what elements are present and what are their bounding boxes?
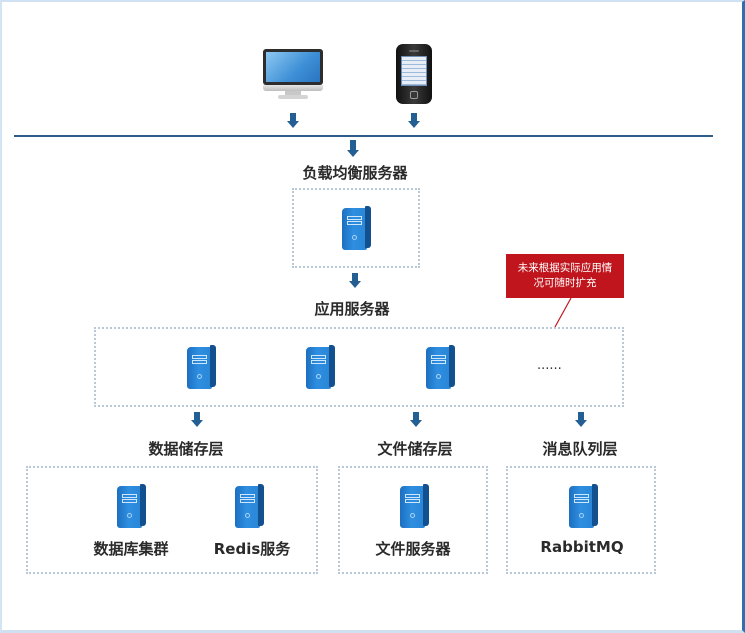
mobile-phone-icon <box>396 44 432 104</box>
rabbitmq-server-icon <box>569 484 599 528</box>
arrow-down-icon <box>287 113 299 129</box>
app-server-icon <box>187 345 217 389</box>
server-icon <box>342 206 372 250</box>
arrow-down-icon <box>347 140 359 157</box>
file-storage-box <box>338 466 488 574</box>
file-server-label: 文件服务器 <box>375 540 451 558</box>
arrow-down-icon <box>575 412 587 428</box>
arrow-down-icon <box>410 412 422 428</box>
more-servers-ellipsis: ...... <box>537 358 562 373</box>
arrow-down-icon <box>349 273 361 289</box>
database-server-icon <box>117 484 147 528</box>
message-queue-title: 消息队列层 <box>542 440 618 458</box>
desktop-monitor-icon <box>263 49 325 101</box>
expansion-callout: 未来根据实际应用情况可随时扩充 <box>506 254 624 298</box>
app-servers-title: 应用服务器 <box>314 300 390 318</box>
app-server-icon <box>426 345 456 389</box>
file-server-icon <box>400 484 430 528</box>
message-queue-box <box>506 466 656 574</box>
load-balancer-box <box>292 188 420 268</box>
rabbitmq-label: RabbitMQ <box>540 538 624 556</box>
app-server-icon <box>306 345 336 389</box>
app-servers-box <box>94 327 624 407</box>
load-balancer-title: 负载均衡服务器 <box>302 164 408 182</box>
redis-server-icon <box>235 484 265 528</box>
database-cluster-label: 数据库集群 <box>93 540 169 558</box>
arrow-down-icon <box>191 412 203 428</box>
file-storage-title: 文件储存层 <box>377 440 453 458</box>
data-storage-box <box>26 466 318 574</box>
arrow-down-icon <box>408 113 420 129</box>
network-divider-line <box>14 135 713 137</box>
data-storage-title: 数据储存层 <box>148 440 224 458</box>
redis-service-label: Redis服务 <box>213 540 291 558</box>
